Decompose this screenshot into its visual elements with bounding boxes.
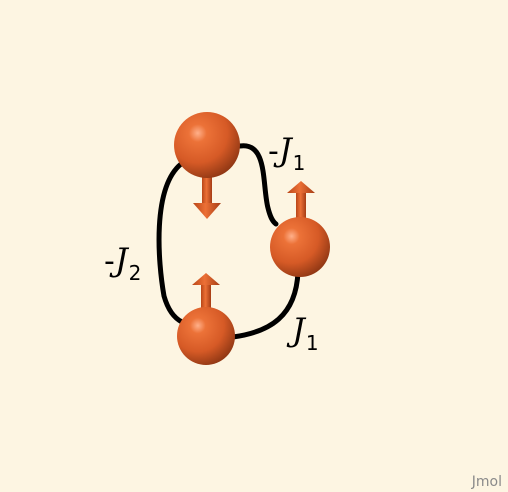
coupling-sign: - <box>268 134 279 169</box>
spin-up-arrow-icon <box>192 273 220 315</box>
bond-top-right <box>237 143 279 227</box>
coupling-subscript: 2 <box>128 261 142 285</box>
coupling-symbol: J <box>292 311 305 349</box>
coupling-subscript: 1 <box>305 331 319 355</box>
jmol-watermark: Jmol <box>471 474 502 490</box>
atom-top-sphere-icon[interactable] <box>174 112 240 178</box>
coupling-label-bottom: J1 <box>292 311 319 353</box>
coupling-label-top: -J1 <box>268 131 305 173</box>
coupling-symbol: J <box>114 241 128 279</box>
bond-bottom-right <box>230 269 301 340</box>
bond-left <box>156 161 185 325</box>
atom-bottom-sphere-icon[interactable] <box>177 307 235 365</box>
coupling-subscript: 1 <box>292 151 306 175</box>
atom-right-sphere-icon[interactable] <box>270 217 330 277</box>
coupling-label-left: -J2 <box>104 241 141 283</box>
coupling-symbol: J <box>278 131 292 169</box>
spin-down-arrow-icon <box>193 172 221 219</box>
spin-up-arrow-icon <box>287 181 315 229</box>
coupling-sign: - <box>104 244 115 279</box>
